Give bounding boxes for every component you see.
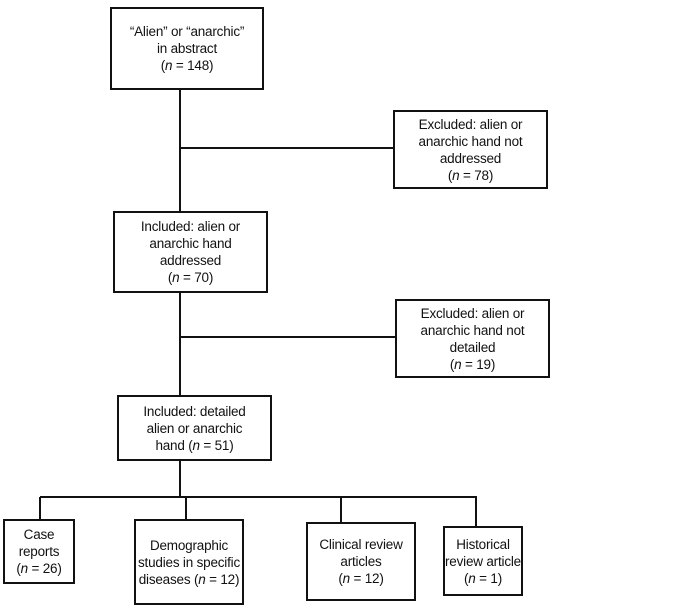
n-symbol: n [20,561,29,576]
box-included-addressed: Included: alien or anarchic hand addressed… [113,211,268,293]
box-text-line: Demographic [149,537,229,553]
box-text-line: review article [445,553,521,569]
count-text: ( [464,570,469,586]
connector [181,336,397,338]
box-text-line: Case [23,527,55,542]
count-text: ( [338,571,343,586]
count-label: (n = 1) [464,570,502,587]
count-text: ( [167,270,173,285]
connector [40,496,477,498]
box-text-line: detailed [449,339,496,355]
n-symbol: n [454,356,462,372]
count-text: ( [16,561,21,576]
box-text-line: in abstract [156,41,218,56]
box-text-line: anarchic hand not [418,133,523,149]
box-text-line: reports [18,544,60,559]
connector [179,291,181,397]
n-symbol: n [172,270,180,285]
n-symbol: n [198,571,206,587]
count-text: diseases ( [138,571,199,587]
count-label: (n = 148) [161,57,214,74]
connector [179,459,181,498]
n-symbol: n [342,571,351,586]
count-text: ( [449,356,455,372]
box-text-line: addressed [159,253,222,268]
box-text-line: Excluded: alien or [418,116,523,132]
count-label: (n = 12) [338,570,384,587]
box-text-line: anarchic hand not [420,322,525,338]
count-text: hand ( [155,437,193,453]
count-text: = 1) [475,570,502,586]
n-symbol: n [164,58,173,73]
box-text-line: alien or anarchic [146,420,243,436]
count-text: = 70) [179,270,214,285]
box-text-line: Clinical review [319,537,403,552]
count-label: hand (n = 51) [155,437,233,454]
count-label: diseases (n = 12) [139,571,240,588]
box-text-line: addressed [439,150,502,166]
n-symbol: n [468,570,476,586]
count-text: = 51) [199,437,234,453]
count-text: ( [160,58,166,73]
count-label: (n = 19) [449,356,496,373]
box-text-line: studies in specific [138,554,240,570]
connector [475,497,477,528]
n-symbol: n [192,437,201,453]
connector [179,89,181,213]
count-text: = 26) [27,561,62,576]
count-text: ( [447,167,453,183]
count-label: (n = 78) [447,167,494,184]
connector [180,147,395,149]
count-label: (n = 70) [167,269,214,286]
count-text: = 19) [461,356,496,372]
box-text-line: anarchic hand [149,236,232,251]
box-text-line: Excluded: alien or [420,305,525,321]
box-text-line: articles [340,554,382,569]
connector [340,497,342,524]
count-text: = 12) [349,571,384,586]
box-text-line: Included: detailed [143,403,246,419]
box-text-line: “Alien” or “anarchic” [129,24,245,39]
connector [185,497,187,521]
count-text: = 78) [459,167,494,183]
box-text-line: Included: alien or [140,219,241,234]
box-identified: “Alien” or “anarchic”in abstract(n = 148… [110,7,264,90]
count-label: (n = 26) [16,560,62,577]
count-text: = 12) [205,571,240,587]
count-text: = 148) [172,58,214,73]
box-text-line: Historical [456,536,510,552]
connector [39,497,41,521]
n-symbol: n [452,167,460,183]
